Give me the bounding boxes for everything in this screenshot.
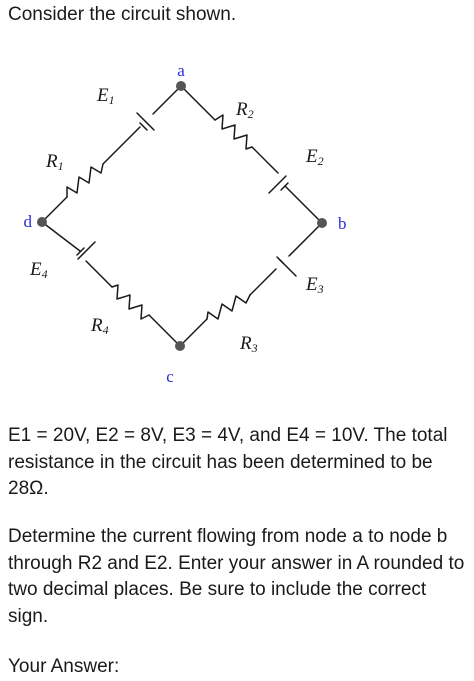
node-a-label: a xyxy=(177,61,185,80)
node-b-label: b xyxy=(338,214,347,233)
label-e1: E1 xyxy=(96,85,115,107)
battery-e1-long-plate xyxy=(136,112,155,131)
wire-b-c-3 xyxy=(179,318,208,347)
label-r1: R1 xyxy=(45,151,64,173)
wire-a-d-3 xyxy=(41,196,68,223)
label-r4: R4 xyxy=(90,315,109,337)
label-r3: R3 xyxy=(239,333,258,355)
battery-e3-short-plate xyxy=(276,256,285,265)
resistor-r2-zigzag xyxy=(214,114,253,150)
node-b-dot xyxy=(317,218,327,228)
wire-c-d-2 xyxy=(85,260,113,288)
node-d-dot xyxy=(37,217,47,227)
wire-a-b-1 xyxy=(180,85,216,121)
node-c-dot xyxy=(175,341,185,351)
node-c-label: c xyxy=(166,367,174,386)
wire-c-d-3 xyxy=(41,221,81,252)
battery-e2-long-plate xyxy=(268,175,287,194)
wire-b-c-1 xyxy=(288,222,323,257)
wire-a-b-2 xyxy=(251,146,279,174)
circuit-diagram: a b c d E1 R2 R1 E2 E4 E3 R4 R3 xyxy=(24,61,347,386)
wire-b-c-2 xyxy=(249,268,277,296)
wire-a-d-2 xyxy=(102,126,141,165)
wire-c-d-1 xyxy=(148,314,181,347)
battery-e4-long-plate xyxy=(77,241,96,260)
resistor-r4-zigzag xyxy=(111,284,150,320)
node-d-label: d xyxy=(24,212,33,231)
label-e4: E4 xyxy=(29,259,48,281)
label-r2: R2 xyxy=(235,99,254,121)
battery-e1-short-plate xyxy=(139,122,148,131)
label-e3: E3 xyxy=(305,274,324,296)
answer-label: Your Answer: xyxy=(8,656,120,677)
label-e2: E2 xyxy=(305,146,324,168)
wire-a-d-1 xyxy=(152,85,182,115)
node-a-dot xyxy=(176,81,186,91)
resistor-r3-zigzag xyxy=(206,294,251,320)
resistor-r1-zigzag xyxy=(66,163,104,198)
given-values: E1 = 20V, E2 = 8V, E3 = 4V, and E4 = 10V… xyxy=(8,425,448,499)
question-text: Determine the current flowing from node … xyxy=(8,526,465,627)
problem-heading: Consider the circuit shown. xyxy=(8,4,237,25)
wire-a-b-3 xyxy=(284,185,323,224)
